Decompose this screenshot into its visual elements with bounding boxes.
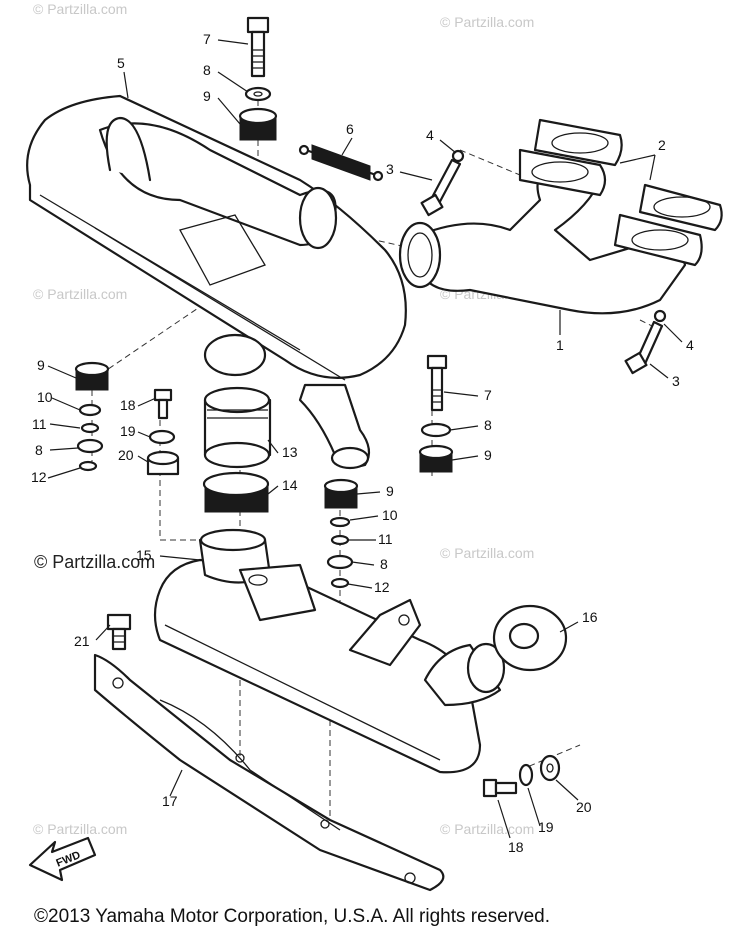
callout-13: 13 xyxy=(282,444,298,460)
callout-3: 3 xyxy=(672,373,680,389)
callout-18: 18 xyxy=(120,397,136,413)
washer-top xyxy=(244,86,272,102)
callout-10: 10 xyxy=(382,507,398,523)
watermark: © Partzilla.com xyxy=(33,1,127,17)
watermark: © Partzilla.com xyxy=(440,14,534,30)
copyright-notice: ©2013 Yamaha Motor Corporation, U.S.A. A… xyxy=(34,906,550,927)
callout-17: 17 xyxy=(162,793,178,809)
callout-15: 15 xyxy=(136,547,152,563)
callout-14: 14 xyxy=(282,477,298,493)
callout-3: 3 xyxy=(386,161,394,177)
grommet xyxy=(492,604,568,672)
callout-5: 5 xyxy=(117,55,125,71)
right-mount-stack-upper xyxy=(418,422,454,473)
callout-18: 18 xyxy=(508,839,524,855)
callout-4: 4 xyxy=(426,127,434,143)
exhaust-manifold xyxy=(398,118,723,315)
callout-16: 16 xyxy=(582,609,598,625)
callout-12: 12 xyxy=(374,579,390,595)
forward-arrow-icon: FWD xyxy=(28,836,97,882)
callout-2: 2 xyxy=(658,137,666,153)
watermark: © Partzilla.com xyxy=(440,545,534,561)
callout-9: 9 xyxy=(484,447,492,463)
upper-muffler xyxy=(26,94,407,470)
callout-6: 6 xyxy=(346,121,354,137)
callout-19: 19 xyxy=(120,423,136,439)
leader-lines xyxy=(47,39,683,839)
callout-8: 8 xyxy=(484,417,492,433)
watermark-prominent: © Partzilla.com xyxy=(34,552,155,572)
callout-8: 8 xyxy=(203,62,211,78)
stud-lower xyxy=(624,309,667,375)
callout-19: 19 xyxy=(538,819,554,835)
lower-muffler xyxy=(153,528,506,774)
callout-20: 20 xyxy=(118,447,134,463)
pipe-gasket xyxy=(202,471,270,513)
callout-8: 8 xyxy=(35,442,43,458)
callout-9: 9 xyxy=(37,357,45,373)
middle-mount-stack xyxy=(323,478,359,589)
left-mount-stack xyxy=(74,361,110,472)
mount-bracket xyxy=(93,653,445,892)
callout-12: 12 xyxy=(31,469,47,485)
callout-10: 10 xyxy=(37,389,53,405)
callout-9: 9 xyxy=(203,88,211,104)
bolt-right xyxy=(426,354,448,412)
callout-11: 11 xyxy=(378,531,393,547)
stud-upper xyxy=(420,149,465,217)
callout-8: 8 xyxy=(380,556,388,572)
callout-7: 7 xyxy=(203,31,211,47)
drain-bolt xyxy=(106,613,132,651)
callout-9: 9 xyxy=(386,483,394,499)
bolt-top xyxy=(246,16,270,78)
callout-20: 20 xyxy=(576,799,592,815)
callout-7: 7 xyxy=(484,387,492,403)
callout-4: 4 xyxy=(686,337,694,353)
callout-labels: 7 8 9 5 6 4 3 2 1 4 3 9 10 11 8 12 18 19… xyxy=(31,31,694,855)
watermark: © Partzilla.com xyxy=(33,821,127,837)
callout-1: 1 xyxy=(556,337,564,353)
rubber-top xyxy=(238,107,278,141)
watermark: © Partzilla.com xyxy=(33,286,127,302)
left-bolt-washer-set xyxy=(146,388,180,476)
pipe-sleeve xyxy=(203,386,272,469)
right-bolt-washer-set xyxy=(482,754,561,798)
spring xyxy=(298,144,384,182)
watermark: © Partzilla.com xyxy=(440,821,534,837)
callout-11: 11 xyxy=(32,416,47,432)
callout-21: 21 xyxy=(74,633,90,649)
